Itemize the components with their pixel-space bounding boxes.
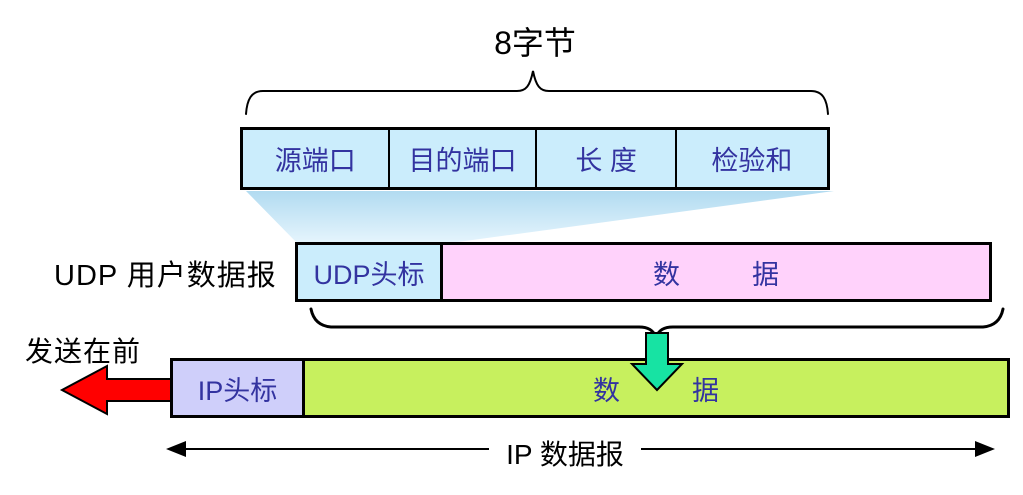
ip-datagram-measure-label: IP 数据报	[506, 439, 624, 470]
ip-header-box: IP头标	[170, 358, 305, 418]
field-cell-checksum: 检验和	[711, 146, 793, 176]
ip-data-text-2: 据	[692, 375, 719, 406]
field-cell-source-port: 源端口	[243, 130, 390, 187]
ip-data-text-1: 数	[593, 375, 620, 406]
measure-arrowhead-left	[166, 441, 186, 457]
encapsulation-down-arrow	[629, 332, 685, 392]
zoom-funnel-shape	[246, 191, 834, 244]
udp-data-box: 数 据	[440, 242, 992, 302]
field-cell-destination-port: 目的端口	[390, 130, 538, 187]
udp-header-field-row: 源端口 目的端口 长 度 检验和	[240, 127, 830, 190]
field-cell-length: 长 度	[537, 130, 677, 187]
udp-data-text-1: 数	[653, 259, 680, 290]
udp-header-box: UDP头标	[295, 242, 443, 302]
udp-datagram-row-label: UDP 用户数据报	[54, 260, 277, 292]
send-first-label: 发送在前	[25, 336, 142, 367]
udp-data-text-2: 据	[752, 259, 779, 290]
top-brace	[245, 70, 829, 115]
header-size-label: 8字节	[494, 25, 576, 61]
measure-arrowhead-right	[975, 441, 995, 457]
send-direction-left-arrow	[59, 364, 179, 416]
